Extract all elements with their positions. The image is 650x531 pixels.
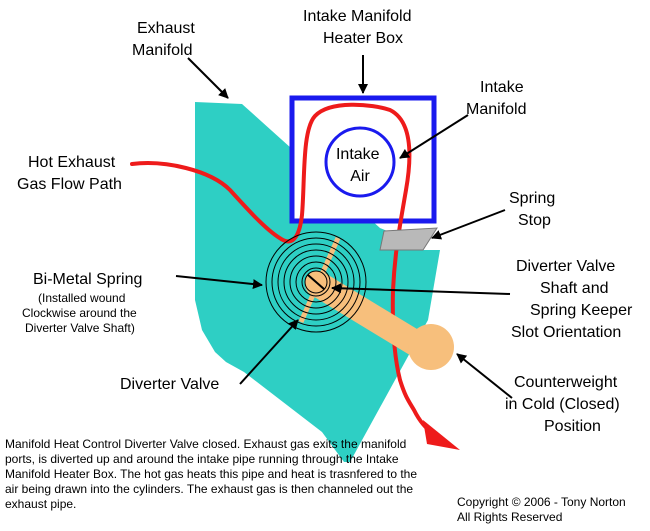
label-counterweight: Counterweight in Cold (Closed) Position <box>505 374 624 435</box>
pointer-valve-shaft <box>331 283 511 295</box>
pointer-exhaust-manifold <box>187 57 229 99</box>
label-intake-air: Intake Air <box>336 146 384 185</box>
copyright-line: Copyright © 2006 - Tony Norton <box>457 495 626 509</box>
pointer-bimetal-spring <box>175 275 263 290</box>
pointer-diverter-valve <box>239 319 299 385</box>
label-bimetal-spring: Bi-Metal Spring <box>33 271 142 288</box>
pointer-spring-stop <box>431 209 506 240</box>
hot-gas-flow-path <box>130 102 435 436</box>
diverter-arm <box>305 271 433 359</box>
intake-air-pipe <box>324 126 396 198</box>
label-exhaust-manifold: Exhaust Manifold <box>132 20 199 59</box>
pointer-counterweight <box>456 353 513 399</box>
label-bimetal-note: (Installed wound Clockwise around the Di… <box>22 291 140 335</box>
label-valve-shaft: Diverter Valve Shaft and Spring Keeper S… <box>511 258 637 341</box>
label-hot-gas-path: Hot Exhaust Gas Flow Path <box>17 154 122 193</box>
bimetal-spring <box>265 231 367 333</box>
diagram-caption: Manifold Heat Control Diverter Valve clo… <box>5 437 418 511</box>
label-spring-stop: Spring Stop <box>509 190 560 229</box>
rights-line: All Rights Reserved <box>457 510 563 524</box>
label-intake-manifold: Intake Manifold <box>466 79 528 118</box>
label-diverter-valve: Diverter Valve <box>120 376 219 393</box>
copyright-notice: Copyright © 2006 - Tony Norton All Right… <box>457 495 647 525</box>
gas-path-arrowhead <box>423 420 460 450</box>
label-heater-box: Intake Manifold Heater Box <box>303 8 416 47</box>
spring-stop <box>379 227 438 251</box>
pointer-intake-manifold <box>399 114 469 159</box>
spring-keeper-slot <box>307 274 325 290</box>
counterweight <box>408 324 454 370</box>
